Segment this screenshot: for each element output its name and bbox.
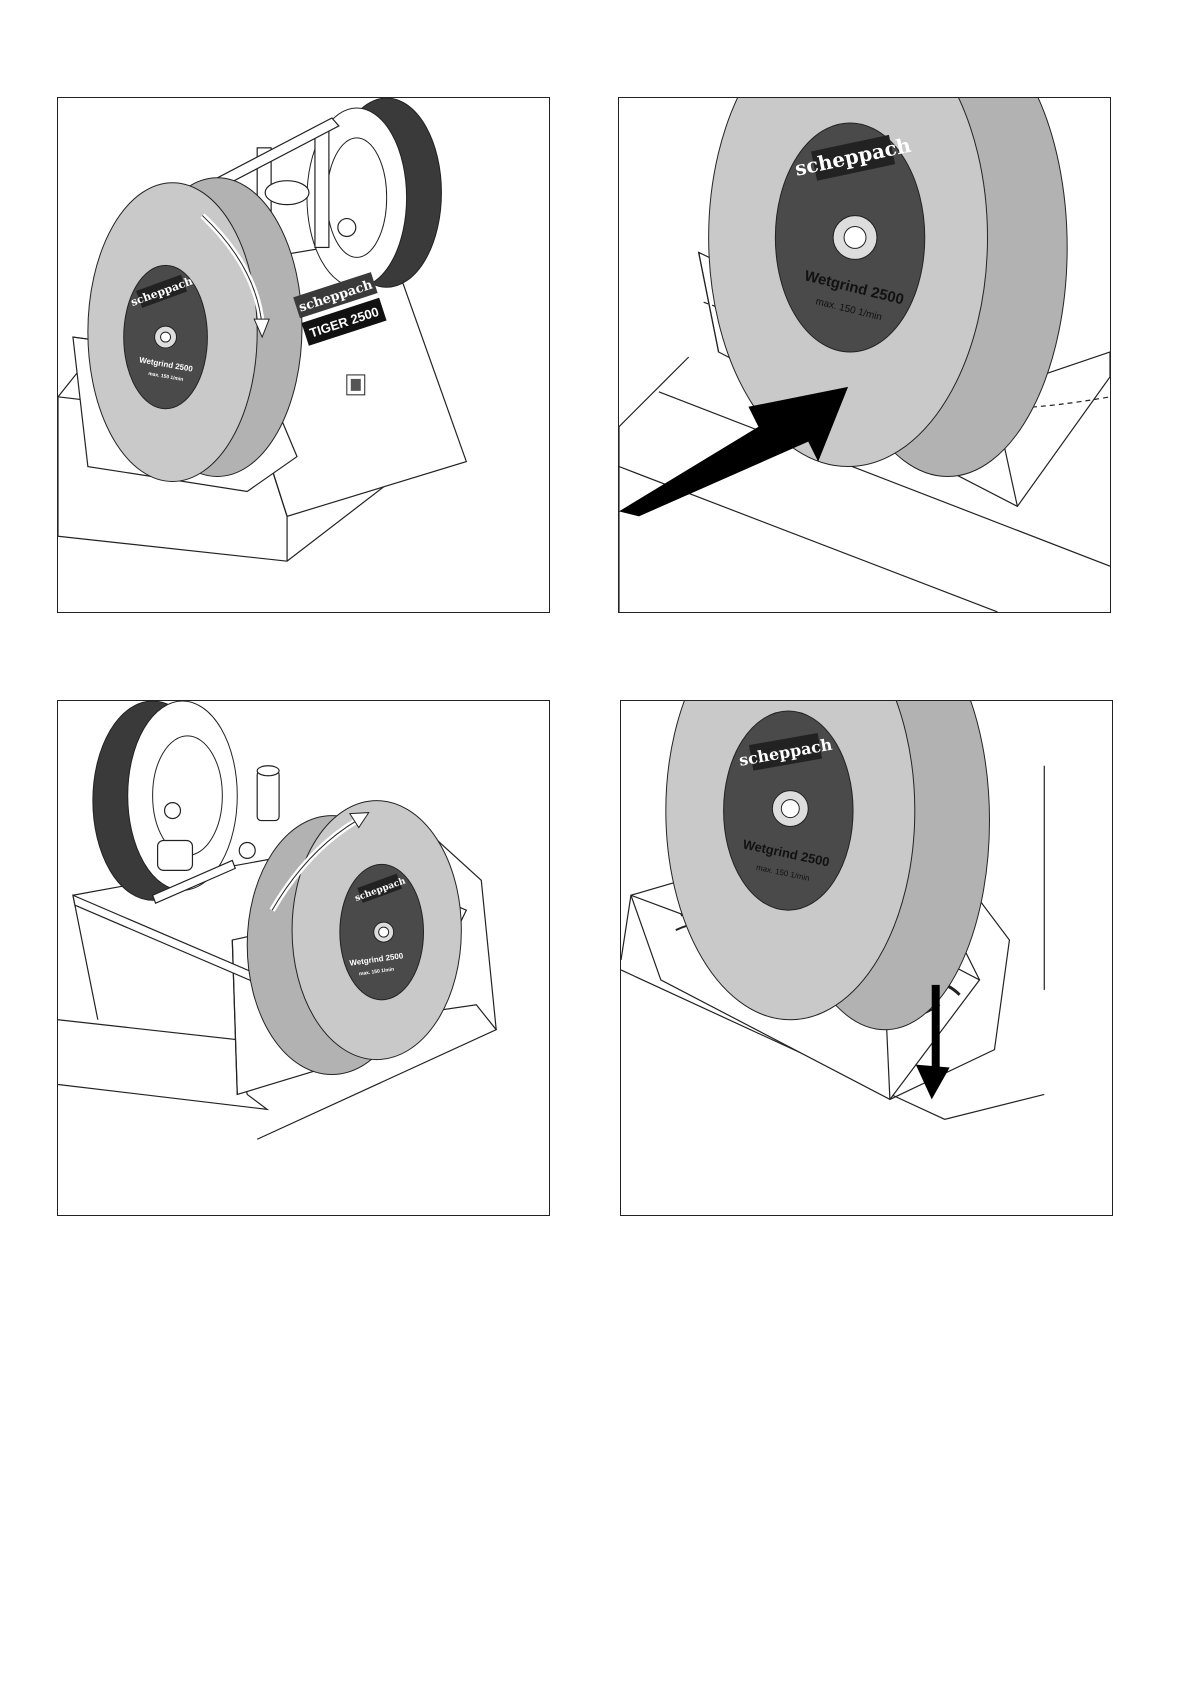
figure-1-machine-overview: scheppach Wetgrind 2500 max. 150 1/min s… [57, 97, 550, 613]
grinding-wheel: scheppach Wetgrind 2500 max. 150 1/min [247, 801, 461, 1075]
figure-2-illustration: scheppach Wetgrind 2500 max. 150 1/min [619, 98, 1110, 612]
grinding-wheel: scheppach Wetgrind 2500 max. 150 1/min [88, 178, 302, 482]
figure-4-illustration: scheppach Wetgrind 2500 max. 150 1/min [621, 701, 1112, 1215]
figure-2-water-level: scheppach Wetgrind 2500 max. 150 1/min [618, 97, 1111, 613]
arrow-right-icon [619, 387, 848, 516]
locking-knob-right [239, 842, 255, 858]
figure-1-illustration: scheppach Wetgrind 2500 max. 150 1/min s… [58, 98, 549, 612]
figure-4-drain-water: scheppach Wetgrind 2500 max. 150 1/min [620, 700, 1113, 1216]
figure-3-illustration: scheppach Wetgrind 2500 max. 150 1/min [58, 701, 549, 1215]
figure-3-reverse-view: scheppach Wetgrind 2500 max. 150 1/min [57, 700, 550, 1216]
locking-knob-right [338, 219, 356, 237]
locking-knob-left [165, 803, 181, 819]
